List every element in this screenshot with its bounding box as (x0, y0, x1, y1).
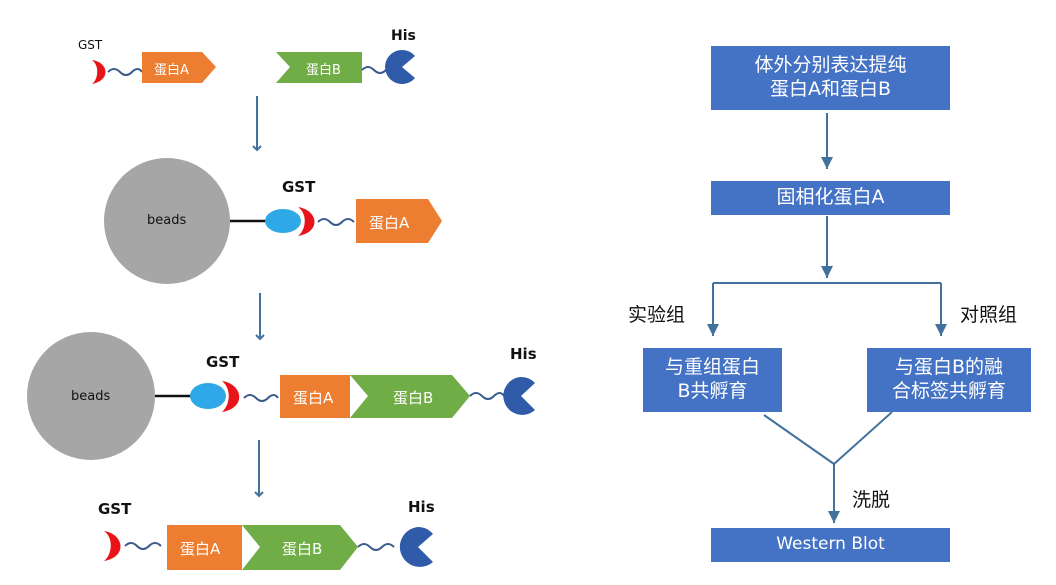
merge-line-left (763, 414, 835, 465)
linker-icon (243, 394, 279, 402)
linker-icon (124, 542, 162, 550)
flowchart-connectors (707, 113, 947, 523)
row4-eluted-complex (104, 525, 433, 570)
row2-protein-a-label: 蛋白A (369, 214, 410, 232)
gst-tag-icon (222, 381, 240, 412)
linker-icon (107, 68, 143, 76)
protein-b-shape (242, 525, 358, 570)
bead-ligand-icon (190, 383, 226, 409)
his-tag-icon (399, 527, 433, 567)
protein-a-shape (356, 199, 442, 243)
gst-tag-icon (92, 60, 106, 84)
linker-icon (317, 218, 355, 226)
step-incubate-fusion-tag-line1: 与蛋白B的融 (894, 356, 1004, 379)
linker-icon (357, 543, 395, 551)
row4-gst-label: GST (98, 500, 132, 518)
branch-label-control: 对照组 (960, 304, 1018, 326)
step-express-purify-line1: 体外分别表达提纯 (754, 54, 907, 77)
row3-his-label: His (510, 345, 537, 363)
row2-beads-label: beads (147, 213, 187, 228)
step-incubate-fusion-tag-line2: 合标签共孵育 (891, 380, 1006, 402)
step-incubate-recombinant-b-line2: B共孵育 (677, 380, 748, 402)
gst-tag-icon (298, 207, 315, 236)
beads-shape (27, 332, 155, 460)
step-western-blot: Western Blot (711, 528, 950, 562)
step-immobilize: 固相化蛋白A (711, 181, 950, 215)
row1-protein-a-label: 蛋白A (154, 63, 189, 78)
row3-protein-a-label: 蛋白A (293, 389, 334, 407)
row3-bound-complex (27, 332, 535, 460)
row2-beads-complex (104, 158, 442, 284)
row1-gst-label: GST (78, 38, 103, 52)
linker-icon (361, 66, 387, 74)
gst-tag-icon (104, 531, 121, 561)
step-incubate-recombinant-b: 与重组蛋白 B共孵育 (643, 348, 782, 412)
row4-protein-a-label: 蛋白A (180, 540, 221, 558)
step-incubate-fusion-tag: 与蛋白B的融 合标签共孵育 (867, 348, 1031, 412)
beads-shape (104, 158, 230, 284)
step-incubate-recombinant-b-line1: 与重组蛋白 (664, 356, 760, 379)
row1-his-label: His (391, 28, 416, 44)
protein-a-shape (142, 52, 216, 83)
row2-gst-label: GST (282, 178, 316, 196)
protein-b-shape (276, 52, 362, 83)
row3-protein-b-label: 蛋白B (393, 389, 434, 407)
row4-protein-b-label: 蛋白B (282, 540, 323, 558)
row1-protein-b-label: 蛋白B (306, 63, 341, 78)
step-express-purify-line2: 蛋白A和蛋白B (769, 78, 892, 100)
branch-label-experimental: 实验组 (628, 304, 686, 326)
row3-gst-label: GST (206, 353, 240, 371)
step-express-purify: 体外分别表达提纯 蛋白A和蛋白B (711, 46, 950, 110)
protein-b-shape (350, 375, 470, 418)
row1-protein-b-his (276, 49, 415, 84)
his-tag-icon (385, 49, 415, 84)
row1-gst-protein-a (92, 52, 216, 84)
protein-a-shape (280, 375, 350, 418)
row4-his-label: His (408, 498, 435, 516)
linker-icon (469, 392, 505, 400)
elute-label: 洗脱 (852, 489, 891, 511)
merge-line-right (833, 411, 893, 465)
protein-a-shape (167, 525, 242, 570)
bead-ligand-icon (265, 209, 301, 233)
row3-beads-label: beads (71, 389, 111, 404)
his-tag-icon (503, 376, 535, 415)
